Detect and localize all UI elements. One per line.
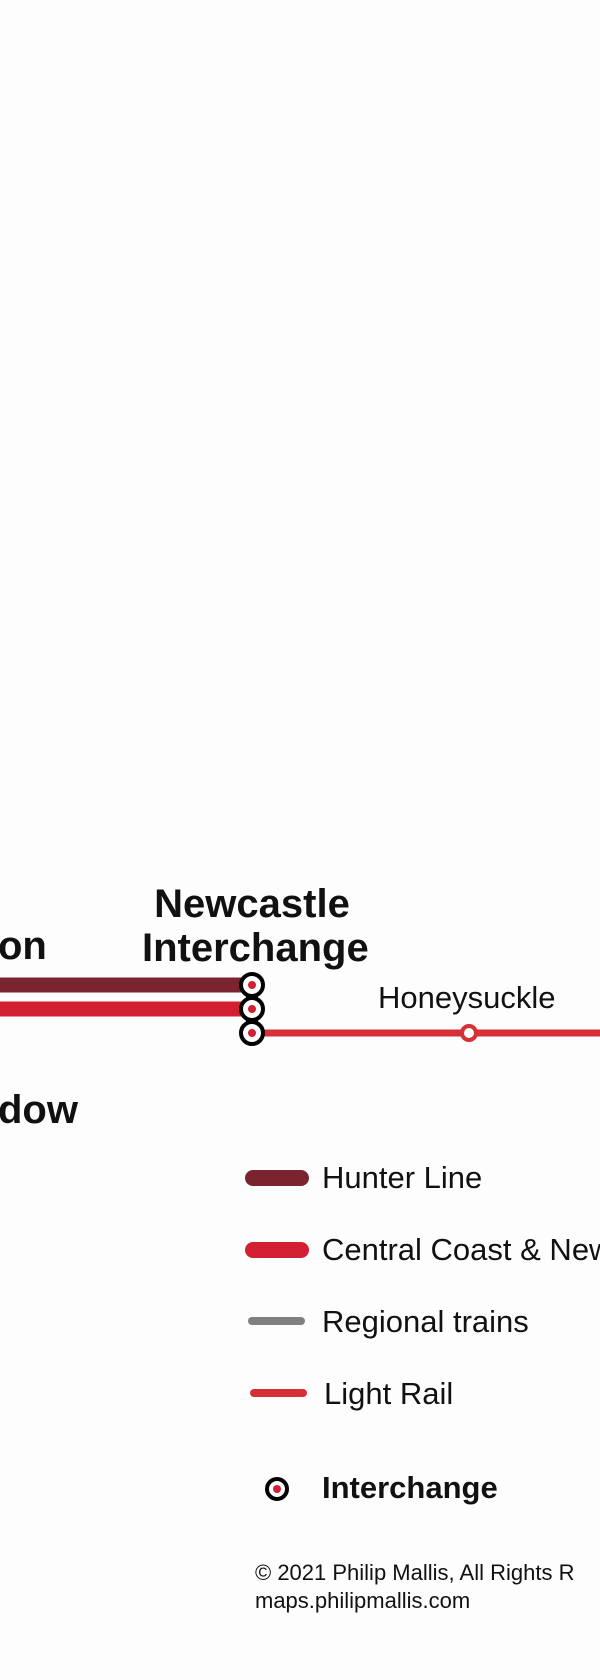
footer-copyright: © 2021 Philip Mallis, All Rights R: [255, 1560, 575, 1585]
legend-label-light-rail: Light Rail: [324, 1376, 454, 1411]
legend-label-hunter-line: Hunter Line: [322, 1160, 483, 1195]
footer-website-link[interactable]: maps.philipmallis.com: [255, 1588, 471, 1613]
station-label-newcastle-line1: Newcastle: [154, 882, 350, 926]
legend-swatch-hunter-line: [245, 1170, 309, 1186]
legend-label-central-coast: Central Coast & New: [322, 1232, 600, 1267]
station-label-left-upper: on: [0, 924, 47, 968]
legend-label-interchange: Interchange: [322, 1470, 498, 1505]
station-label-left-lower: dow: [0, 1088, 78, 1132]
legend-label-regional-trains: Regional trains: [322, 1304, 529, 1339]
legend-swatch-central-coast: [245, 1242, 309, 1258]
newcastle-interchange-marker[interactable]: [239, 972, 265, 1046]
station-label-honeysuckle: Honeysuckle: [378, 980, 556, 1015]
legend-interchange-icon: [265, 1477, 289, 1501]
station-label-newcastle-line2: Interchange: [142, 926, 369, 970]
station-label-newcastle-interchange: Newcastle Interchange: [142, 882, 369, 970]
legend-swatch-light-rail: [250, 1389, 307, 1397]
honeysuckle-stop-marker[interactable]: [460, 1024, 478, 1042]
legend-swatch-regional-trains: [248, 1317, 305, 1325]
